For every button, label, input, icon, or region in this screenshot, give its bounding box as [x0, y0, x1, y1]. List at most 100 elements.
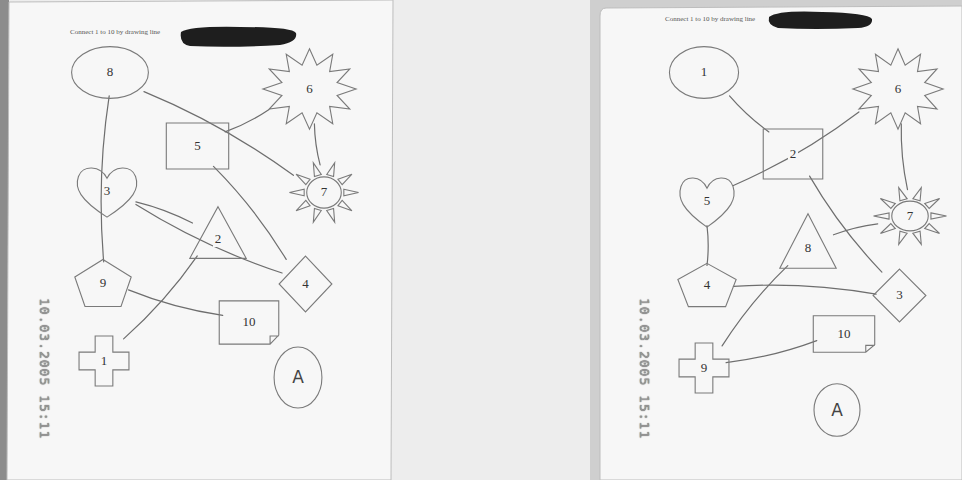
pencil-line [136, 205, 282, 274]
pencil-line [225, 110, 269, 132]
outline-part [880, 224, 895, 234]
outline-part [678, 263, 736, 306]
date-stamp: 10.03.2005 15:11 [637, 298, 652, 439]
shape-number: 8 [105, 65, 116, 79]
pencil-line [314, 124, 320, 165]
pencil-line [101, 96, 109, 262]
outline-part [899, 231, 907, 244]
outline-part [925, 199, 940, 209]
pencil-line [136, 202, 193, 223]
cross-shape: 9 [678, 342, 730, 394]
shape-number: 5 [192, 139, 203, 153]
heart-shape: 3 [73, 162, 141, 220]
shape-number: 6 [893, 82, 904, 96]
shape-number: 10 [241, 315, 258, 329]
ellipse-shape: 1 [668, 45, 740, 100]
shape-number: 3 [894, 288, 905, 302]
triangle-shape: 8 [778, 212, 838, 270]
triangle-shape: 2 [188, 205, 248, 260]
shape-number: 3 [102, 184, 113, 198]
outline-part [289, 189, 304, 196]
outline-part [925, 224, 940, 234]
shape-number: 4 [300, 277, 311, 291]
note-shape: 10 [218, 300, 280, 345]
pencil-line [129, 290, 223, 316]
redaction-scribble [181, 27, 297, 47]
shape-number: 6 [304, 82, 315, 96]
outline-part [680, 178, 734, 227]
outline-part [72, 47, 149, 99]
outline-part [313, 209, 321, 223]
shape-number: 1 [99, 354, 110, 368]
shape-number: 5 [702, 194, 713, 208]
outline-part [813, 316, 874, 352]
outline-part [338, 174, 352, 184]
outline-part [780, 214, 836, 269]
outline-part [327, 163, 335, 177]
shape-number: 4 [702, 278, 713, 292]
outline-part [853, 49, 943, 129]
grade-mark: A [292, 369, 304, 386]
pencil-line [733, 285, 876, 294]
grade-mark: A [831, 402, 843, 419]
outline-part [892, 201, 928, 231]
shape-number: 1 [699, 65, 710, 79]
paper-sheet [7, 0, 393, 480]
outline-part [338, 200, 352, 210]
outline-part [763, 129, 823, 179]
star-shape: 6 [262, 48, 357, 130]
outline-part [669, 47, 738, 99]
shape-number: 9 [699, 361, 710, 375]
pencil-line [124, 256, 198, 339]
outline-part [296, 200, 310, 210]
cross-shape: 1 [78, 335, 130, 387]
pencil-line [726, 341, 817, 363]
date-stamp: 10.03.2005 15:11 [37, 298, 52, 439]
outline-part [327, 209, 335, 223]
pencil-line [214, 166, 287, 259]
instruction-text: Connect 1 to 10 by drawing line [665, 15, 755, 23]
shape-number: 7 [319, 185, 330, 199]
shape-number: 10 [836, 327, 853, 341]
outline-part [899, 188, 907, 201]
outline-part [219, 301, 279, 344]
pencil-line [834, 224, 878, 235]
pencil-line [733, 112, 859, 186]
instruction-text: Connect 1 to 10 by drawing line [70, 28, 160, 36]
outline-part [263, 49, 356, 129]
outline-part [190, 207, 246, 259]
outline-part [77, 168, 137, 217]
table-ground [590, 0, 962, 480]
outline-part [913, 231, 921, 244]
outline-part [880, 199, 895, 209]
outline-part [307, 177, 342, 208]
ellipse-shape: 8 [70, 45, 150, 100]
shape-number: 7 [905, 209, 916, 223]
outline-part [75, 260, 131, 307]
shape-number: 2 [788, 147, 799, 161]
paper-sheet [600, 6, 962, 480]
sun-shape: 7 [872, 185, 948, 247]
outline-part [344, 189, 359, 196]
outline-part [79, 336, 129, 386]
outline-part [679, 343, 729, 393]
worksheet: Connect 1 to 10 by drawing line 8 6 5 3 7 2 9 4 1… [10, 5, 390, 475]
shape-number: 8 [803, 241, 814, 255]
star-shape: 6 [852, 48, 944, 130]
diamond-shape: 3 [872, 268, 927, 323]
outline-part [279, 256, 332, 312]
rect-shape: 2 [762, 128, 824, 180]
shape-number: 2 [213, 232, 224, 246]
grade-circle: A [812, 382, 862, 438]
outline-part [874, 213, 890, 219]
sun-shape: 7 [288, 160, 360, 225]
diamond-shape: 4 [278, 255, 333, 313]
pentagon-shape: 9 [73, 258, 133, 308]
grade-circle: A [272, 345, 324, 410]
outline-part [274, 347, 322, 408]
pentagon-shape: 4 [676, 262, 738, 308]
